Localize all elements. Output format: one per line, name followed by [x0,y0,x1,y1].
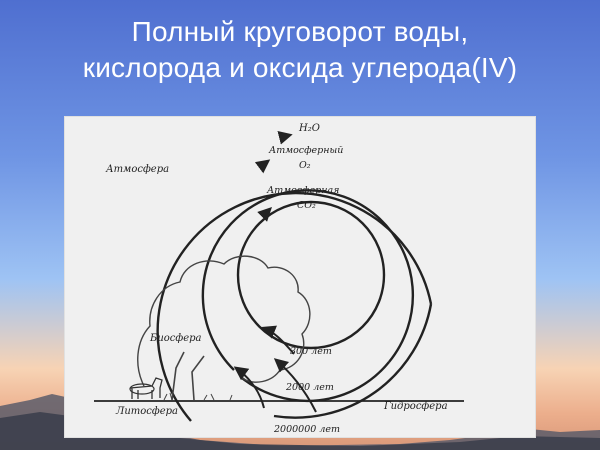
co2-label-line-2: CO₂ [297,200,316,211]
slide-title-line-2: кислорода и оксида углерода(IV) [82,52,518,83]
oxygen-label-line-1: Атмосферный [268,145,343,156]
slide-title: Полный круговорот воды, кислорода и окси… [0,14,600,86]
water-label: H₂O [298,123,320,134]
oxygen-cycle-ring [201,159,414,403]
oxygen-label-line-2: O₂ [299,160,311,171]
cycle-diagram: Атмосфера H₂O Атмосферный O₂ Атмосферная… [64,116,536,438]
co2-label-line-1: Атмосферная [266,185,339,196]
oxygen-cycle-duration: 2000 лет [285,382,334,393]
cow-icon [129,377,163,399]
lithosphere-label: Литосфера [115,406,178,417]
grass-strokes [163,392,233,401]
biosphere-arrows [233,325,317,413]
water-cycle-duration: 2000000 лет [273,424,340,435]
co2-cycle-duration: 300 лет [290,346,332,357]
slide-title-line-1: Полный круговорот воды, [131,16,469,47]
biosphere-label: Биосфера [149,333,202,344]
cycle-diagram-drawing: Атмосфера H₂O Атмосферный O₂ Атмосферная… [94,123,464,435]
atmosphere-label: Атмосфера [105,164,169,175]
hydrosphere-label: Гидросфера [383,401,448,412]
tree-icon [137,255,311,401]
co2-cycle-ring [236,200,386,350]
